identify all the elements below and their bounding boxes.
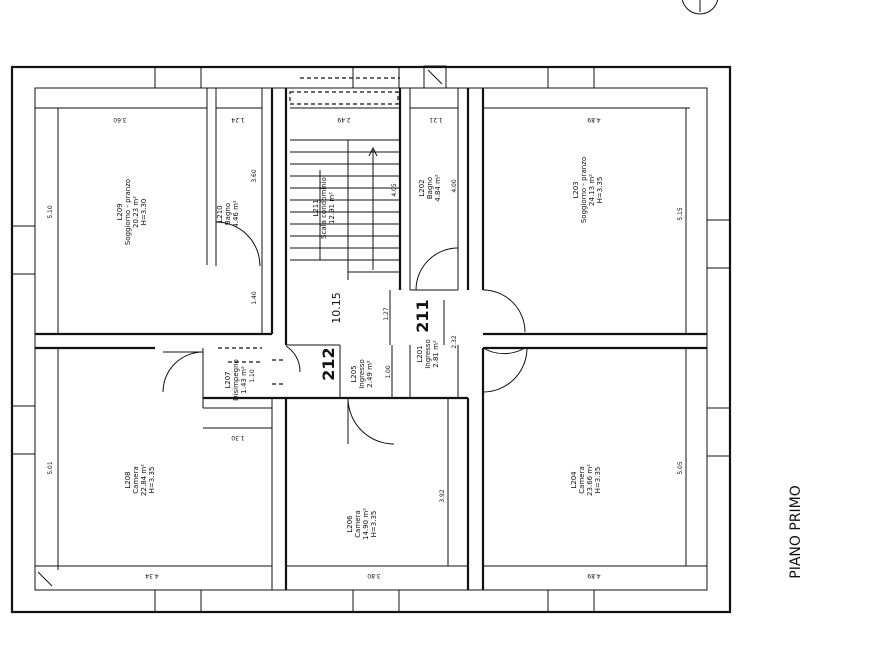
svg-text:2.49 m²: 2.49 m² [366, 360, 374, 388]
dimension-lines [35, 107, 707, 587]
svg-text:Ingresso: Ingresso [424, 339, 432, 369]
dimension-label: 1.40 [251, 291, 258, 305]
dimension-label: 3.60 [251, 169, 258, 183]
svg-text:L203: L203 [572, 181, 580, 198]
dimension-label: 1.00 [385, 365, 392, 379]
svg-text:4.84 m²: 4.84 m² [434, 174, 442, 202]
dimension-label: 1.27 [383, 307, 390, 321]
dimension-label: 4.34 [145, 572, 159, 579]
dimension-label: 1.21 [429, 116, 443, 123]
dimension-label: 3.60 [113, 116, 127, 123]
svg-text:H=3.35: H=3.35 [596, 177, 604, 204]
room-label-l203: L203 Soggiorno - pranzo 24.13 m² H=3.35 [572, 157, 604, 223]
room-label-l207: L207 Disimpegno 1.43 m² [224, 359, 248, 401]
room-labels: L209 Soggiorno - pranzo 20.23 m² H=3.30 … [116, 157, 604, 540]
svg-text:L209: L209 [116, 203, 124, 220]
svg-text:Bagno: Bagno [224, 203, 232, 225]
svg-text:H=3.35: H=3.35 [148, 467, 156, 494]
svg-text:20.23 m²: 20.23 m² [132, 196, 140, 228]
svg-text:L211: L211 [312, 199, 320, 216]
unit-number-212: 212 [319, 347, 338, 380]
svg-text:23.66 m²: 23.66 m² [586, 464, 594, 496]
svg-text:L201: L201 [416, 345, 424, 362]
svg-text:Soggiorno - pranzo: Soggiorno - pranzo [580, 157, 588, 223]
svg-text:H=3.35: H=3.35 [370, 511, 378, 538]
svg-text:Camera: Camera [132, 466, 140, 493]
svg-text:L207: L207 [224, 371, 232, 388]
north-arrow-icon [681, 0, 719, 15]
stair-level-label: 10.15 [330, 292, 343, 324]
svg-text:Camera: Camera [578, 466, 586, 493]
room-label-l202: L202 Bagno 4.84 m² [418, 174, 442, 202]
svg-text:Disimpegno: Disimpegno [232, 359, 240, 401]
room-label-l209: L209 Soggiorno - pranzo 20.23 m² H=3.30 [116, 179, 148, 245]
dimension-label: 4.05 [391, 183, 398, 197]
svg-text:12.91 m²: 12.91 m² [328, 192, 336, 224]
room-label-l208: L208 Camera 22.84 m² H=3.35 [124, 464, 156, 496]
doors [162, 221, 528, 445]
room-label-l204: L204 Camera 23.66 m² H=3.35 [570, 464, 602, 496]
dimension-label: 2.32 [451, 335, 458, 349]
dashed-openings [218, 333, 286, 385]
svg-text:Ingresso: Ingresso [358, 359, 366, 389]
dimension-label: 3.80 [367, 572, 381, 579]
svg-text:24.13 m²: 24.13 m² [588, 174, 596, 206]
dimension-labels: 3.60 1.24 2.49 1.21 4.89 5.10 3.60 1.40 … [47, 116, 684, 579]
svg-text:22.84 m²: 22.84 m² [140, 464, 148, 496]
room-label-l211: L211 Scala condominio 12.91 m² [312, 177, 336, 239]
dimension-label: 1.24 [231, 116, 245, 123]
svg-text:L210: L210 [216, 205, 224, 222]
room-label-l201: L201 Ingresso 2.81 m² [416, 339, 440, 369]
svg-text:1.43 m²: 1.43 m² [240, 366, 248, 394]
svg-text:H=3.35: H=3.35 [594, 467, 602, 494]
svg-text:L206: L206 [346, 515, 354, 533]
dimension-label: 4.00 [451, 179, 458, 193]
svg-text:H=3.30: H=3.30 [140, 199, 148, 226]
room-label-l206: L206 Camera 14.90 m² H=3.35 [346, 508, 378, 540]
dimension-label: 1.10 [249, 369, 256, 383]
interior-walls [35, 88, 707, 590]
dimension-label: 3.92 [439, 489, 446, 503]
svg-text:L205: L205 [350, 365, 358, 382]
dimension-label: 5.05 [677, 461, 684, 475]
svg-text:Soggiorno - pranzo: Soggiorno - pranzo [124, 179, 132, 245]
dimension-label: 4.89 [587, 116, 601, 123]
svg-text:L202: L202 [418, 179, 426, 196]
svg-text:Scala condominio: Scala condominio [320, 177, 328, 239]
staircase [289, 77, 400, 280]
room-label-l205: L205 Ingresso 2.49 m² [350, 359, 374, 389]
svg-text:Camera: Camera [354, 510, 362, 537]
dimension-label: 4.89 [587, 572, 601, 579]
svg-text:2.81 m²: 2.81 m² [432, 340, 440, 368]
unit-markers: 212 211 10.15 [319, 292, 432, 380]
svg-text:Bagno: Bagno [426, 177, 434, 199]
dimension-label: 5.01 [47, 461, 54, 475]
svg-text:14.90 m²: 14.90 m² [362, 508, 370, 540]
dimension-label: 5.10 [47, 205, 54, 219]
dimension-label: 5.15 [677, 207, 684, 221]
dimension-label: 1.30 [231, 434, 245, 441]
svg-text:L208: L208 [124, 471, 132, 488]
svg-text:L204: L204 [570, 471, 578, 489]
svg-text:4.46 m²: 4.46 m² [232, 200, 240, 228]
room-label-l210: L210 Bagno 4.46 m² [216, 200, 240, 228]
unit-number-211: 211 [413, 299, 432, 332]
dimension-label: 2.49 [337, 116, 351, 123]
drawing-title: PIANO PRIMO [788, 485, 804, 579]
